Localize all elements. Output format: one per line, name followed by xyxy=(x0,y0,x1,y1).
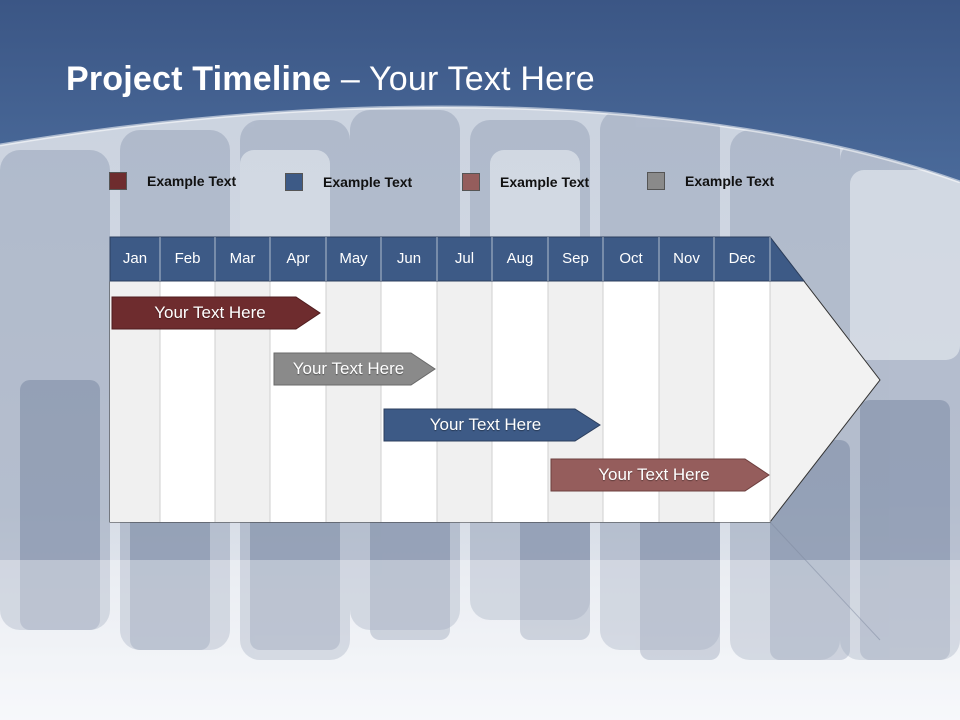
month-jul: Jul xyxy=(454,250,475,267)
legend-swatch xyxy=(647,172,665,190)
title-rest: – Your Text Here xyxy=(331,60,595,98)
task-bar-label-1: Your Text Here xyxy=(154,303,266,322)
task-bar-2 xyxy=(273,352,436,386)
month-may: May xyxy=(339,250,368,267)
task-bar-4 xyxy=(550,458,770,492)
legend-item-3: Example Text xyxy=(462,172,589,192)
legend-label: Example Text xyxy=(147,173,237,189)
month-feb: Feb xyxy=(174,250,201,267)
month-apr: Apr xyxy=(286,250,310,267)
month-sep: Sep xyxy=(562,250,589,267)
month-aug: Aug xyxy=(506,250,534,267)
month-jan: Jan xyxy=(122,250,148,267)
task-bar-label-4: Your Text Here xyxy=(598,465,710,484)
legend-swatch xyxy=(462,173,480,191)
legend-item-2: Example Text xyxy=(285,172,412,192)
task-bar-label-2: Your Text Here xyxy=(292,359,405,378)
month-mar: Mar xyxy=(229,250,256,267)
slide-title: Project Timeline – Your Text Here xyxy=(66,60,595,99)
legend-label: Example Text xyxy=(685,173,775,189)
task-bar-3 xyxy=(383,408,601,442)
month-nov: Nov xyxy=(673,250,700,267)
legend-swatch xyxy=(109,172,127,190)
task-bar-label-3: Your Text Here xyxy=(429,415,542,434)
month-oct: Oct xyxy=(619,250,643,267)
task-bar-1 xyxy=(111,296,321,330)
month-dec: Dec xyxy=(728,250,756,267)
legend-label: Example Text xyxy=(323,174,413,190)
month-jun: Jun xyxy=(396,250,422,267)
legend-item-1: Example Text xyxy=(109,171,236,191)
title-bold: Project Timeline xyxy=(66,60,332,98)
legend-swatch xyxy=(285,173,303,191)
legend-label: Example Text xyxy=(500,174,590,190)
legend-item-4: Example Text xyxy=(647,171,774,191)
